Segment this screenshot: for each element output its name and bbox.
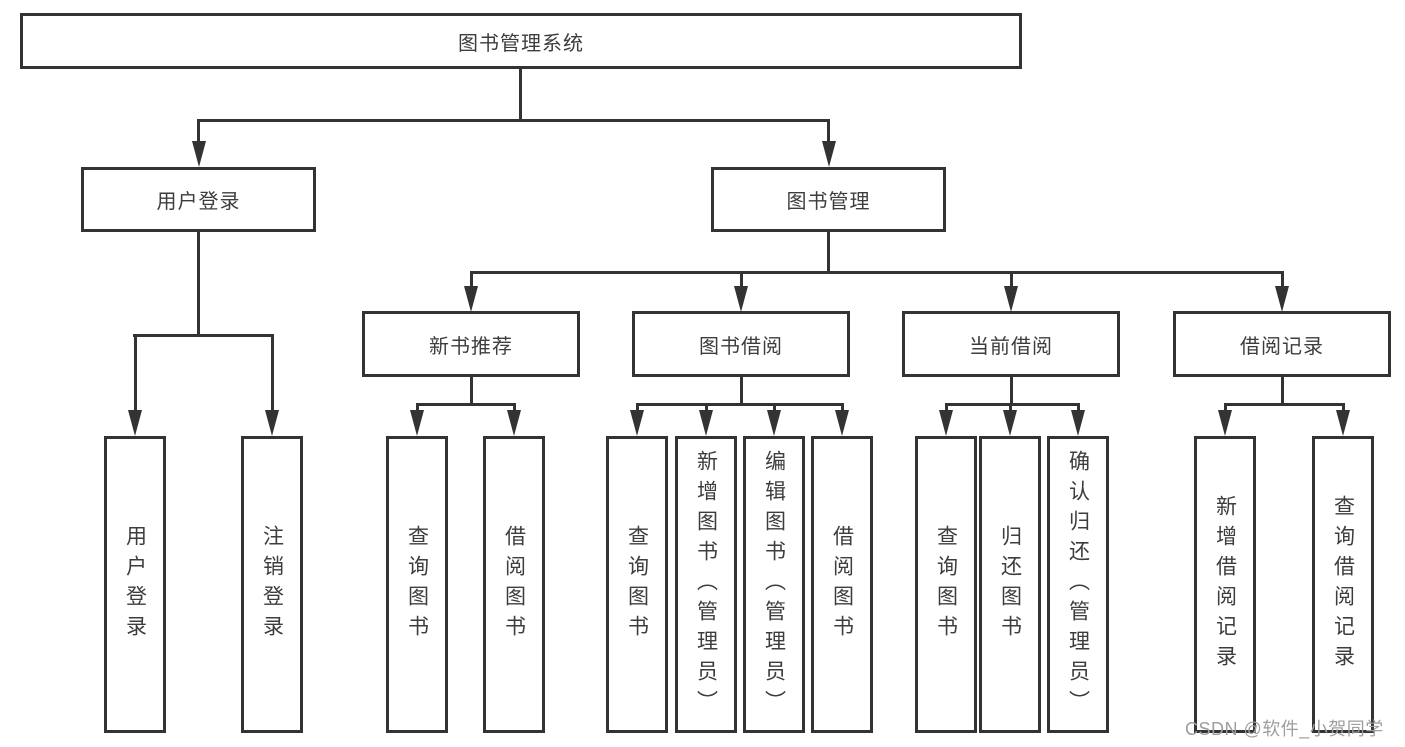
arrowhead-down-icon bbox=[1004, 286, 1018, 312]
leaf-confirm-return-admin: 确认归还（管理员） bbox=[1047, 436, 1109, 733]
node-label: 当前借阅 bbox=[969, 335, 1053, 358]
leaf-query-borrow-record: 查询借阅记录 bbox=[1312, 436, 1374, 733]
leaf-label: 注销登录 bbox=[260, 524, 284, 645]
connector-line bbox=[1224, 403, 1227, 412]
connector-line bbox=[740, 271, 743, 288]
arrowhead-down-icon bbox=[822, 141, 836, 167]
leaf-borrow-books-1: 借阅图书 bbox=[483, 436, 545, 733]
arrowhead-down-icon bbox=[265, 410, 279, 436]
node-current-borrow: 当前借阅 bbox=[902, 311, 1120, 377]
leaf-label: 查询图书 bbox=[934, 524, 958, 645]
connector-line bbox=[773, 403, 776, 412]
leaf-label: 查询图书 bbox=[625, 524, 649, 645]
connector-line bbox=[197, 232, 200, 335]
connector-line bbox=[416, 403, 419, 412]
connector-line bbox=[827, 119, 830, 143]
leaf-label: 借阅图书 bbox=[830, 524, 854, 645]
node-book-borrow: 图书借阅 bbox=[632, 311, 850, 377]
arrowhead-down-icon bbox=[1003, 410, 1017, 436]
arrowhead-down-icon bbox=[939, 410, 953, 436]
connector-line bbox=[705, 403, 708, 412]
arrowhead-down-icon bbox=[1275, 286, 1289, 312]
connector-line bbox=[841, 403, 844, 412]
leaf-return-book: 归还图书 bbox=[979, 436, 1041, 733]
watermark: CSDN @软件_小贺同学 bbox=[1185, 719, 1384, 739]
arrowhead-down-icon bbox=[734, 286, 748, 312]
leaf-query-books-2: 查询图书 bbox=[606, 436, 668, 733]
connector-line bbox=[1281, 271, 1284, 288]
connector-line bbox=[470, 377, 473, 404]
leaf-label: 编辑图书（管理员） bbox=[762, 449, 786, 720]
arrowhead-down-icon bbox=[1336, 410, 1350, 436]
node-borrow-records: 借阅记录 bbox=[1173, 311, 1391, 377]
leaf-label: 借阅图书 bbox=[502, 524, 526, 645]
node-root-label: 图书管理系统 bbox=[458, 32, 584, 55]
leaf-query-books-3: 查询图书 bbox=[915, 436, 977, 733]
connector-line bbox=[1077, 403, 1080, 412]
node-user-login: 用户登录 bbox=[81, 167, 316, 232]
connector-line bbox=[470, 271, 1284, 274]
node-label: 图书借阅 bbox=[699, 335, 783, 358]
arrowhead-down-icon bbox=[410, 410, 424, 436]
arrowhead-down-icon bbox=[507, 410, 521, 436]
arrowhead-down-icon bbox=[464, 286, 478, 312]
connector-line bbox=[271, 334, 274, 412]
arrowhead-down-icon bbox=[767, 410, 781, 436]
connector-line bbox=[470, 271, 473, 288]
node-label: 借阅记录 bbox=[1240, 335, 1324, 358]
node-new-books: 新书推荐 bbox=[362, 311, 580, 377]
leaf-add-book-admin: 新增图书（管理员） bbox=[675, 436, 737, 733]
connector-line bbox=[945, 403, 948, 412]
leaf-add-borrow-record: 新增借阅记录 bbox=[1194, 436, 1256, 733]
node-label: 图书管理 bbox=[786, 191, 871, 213]
leaf-label: 新增图书（管理员） bbox=[694, 449, 718, 720]
connector-line bbox=[513, 403, 516, 412]
arrowhead-down-icon bbox=[128, 410, 142, 436]
leaf-label: 查询图书 bbox=[405, 524, 429, 645]
connector-line bbox=[1010, 377, 1013, 404]
node-book-mgmt: 图书管理 bbox=[711, 167, 946, 232]
leaf-query-books-1: 查询图书 bbox=[386, 436, 448, 733]
arrowhead-down-icon bbox=[192, 141, 206, 167]
connector-line bbox=[740, 377, 743, 404]
connector-line bbox=[827, 232, 830, 273]
arrowhead-down-icon bbox=[1071, 410, 1085, 436]
connector-line bbox=[945, 403, 1079, 406]
connector-line bbox=[134, 334, 137, 412]
connector-line bbox=[1009, 403, 1012, 412]
connector-line bbox=[519, 69, 522, 120]
connector-line bbox=[133, 334, 274, 337]
leaf-label: 确认归还（管理员） bbox=[1066, 449, 1090, 720]
arrowhead-down-icon bbox=[699, 410, 713, 436]
node-root: 图书管理系统 bbox=[20, 13, 1022, 69]
leaf-label: 查询借阅记录 bbox=[1331, 494, 1355, 675]
arrowhead-down-icon bbox=[1218, 410, 1232, 436]
connector-line bbox=[1281, 377, 1284, 404]
connector-line bbox=[636, 403, 639, 412]
connector-line bbox=[1010, 271, 1013, 288]
arrowhead-down-icon bbox=[630, 410, 644, 436]
leaf-label: 用户登录 bbox=[123, 524, 147, 645]
connector-line bbox=[197, 119, 200, 143]
leaf-borrow-books-2: 借阅图书 bbox=[811, 436, 873, 733]
connector-line bbox=[197, 119, 830, 122]
node-label: 用户登录 bbox=[156, 191, 241, 213]
leaf-label: 归还图书 bbox=[998, 524, 1022, 645]
leaf-user-login: 用户登录 bbox=[104, 436, 166, 733]
leaf-edit-book-admin: 编辑图书（管理员） bbox=[743, 436, 805, 733]
leaf-logout: 注销登录 bbox=[241, 436, 303, 733]
node-label: 新书推荐 bbox=[429, 335, 513, 358]
arrowhead-down-icon bbox=[835, 410, 849, 436]
connector-line bbox=[416, 403, 516, 406]
connector-line bbox=[1224, 403, 1344, 406]
connector-line bbox=[1342, 403, 1345, 412]
connector-line bbox=[636, 403, 843, 406]
leaf-label: 新增借阅记录 bbox=[1213, 494, 1237, 675]
